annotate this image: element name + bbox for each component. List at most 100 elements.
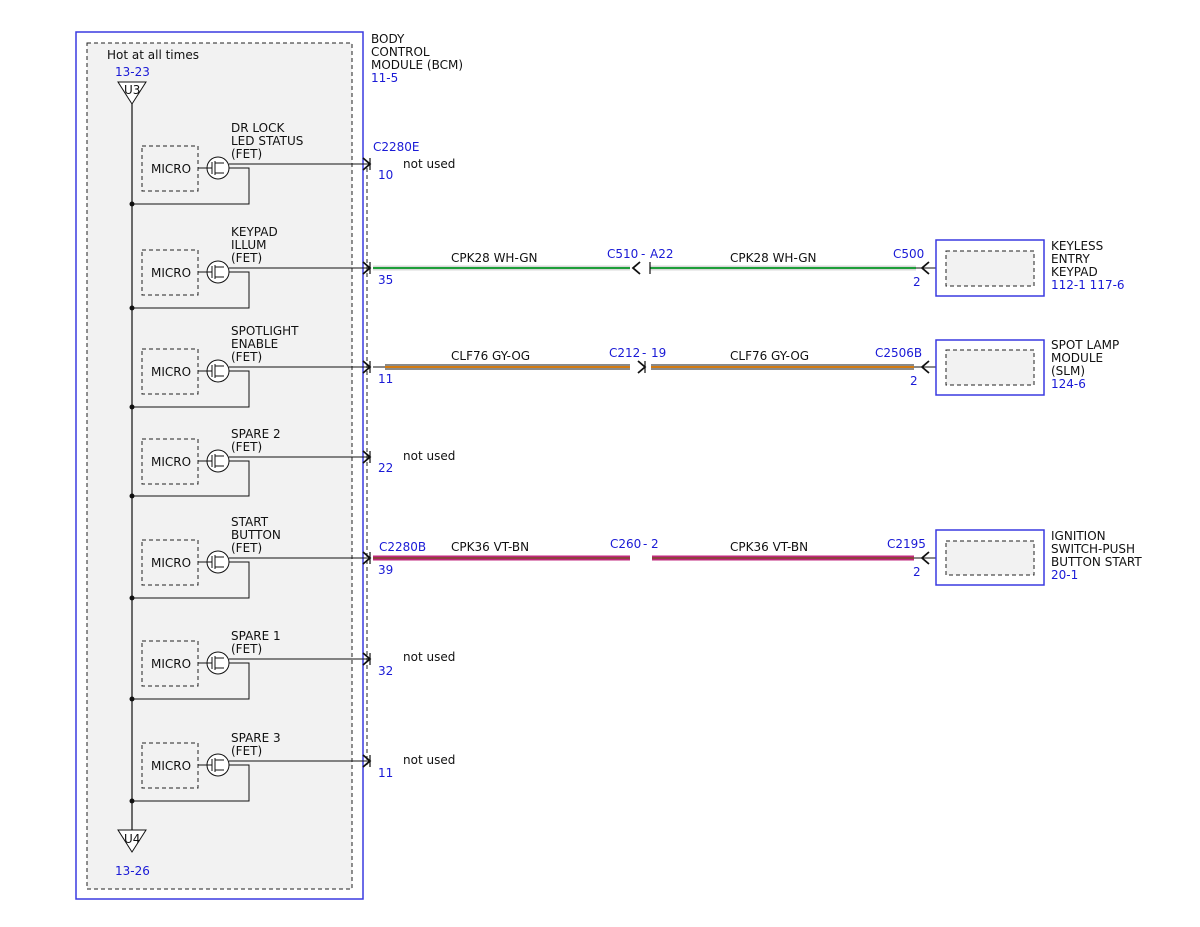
device-internal (945, 349, 1035, 386)
end-pin-number: 2 (910, 374, 918, 388)
channel-label-line-3: (FET) (231, 251, 262, 265)
channel-start-button: MICRO START BUTTON (FET) C2280B 39 (129, 515, 426, 601)
fet-supply-line (132, 370, 250, 408)
micro-label: MICRO (151, 759, 191, 773)
bus-junction (129, 595, 135, 601)
circuit-label-right: CPK28 WH-GN (730, 251, 817, 265)
not-used-label: not used (403, 449, 455, 463)
bcm-ref-link[interactable]: 11-5 (371, 71, 398, 85)
fet-supply-line (132, 764, 250, 802)
device-name-line-1: KEYLESS (1051, 239, 1103, 253)
channel-label-line-1: DR LOCK (231, 121, 285, 135)
fet-supply-line (132, 271, 250, 309)
device-name-line-3: KEYPAD (1051, 265, 1098, 279)
pin-number: 35 (378, 273, 393, 287)
end-pin-number: 2 (913, 275, 921, 289)
inline-connector-pin: 2 (651, 537, 659, 551)
fet-supply-line (132, 561, 250, 599)
inline-connector-dash: - (642, 346, 646, 360)
fet-supply-line (132, 460, 250, 497)
micro-label: MICRO (151, 657, 191, 671)
circuit-clf76: CLF76 GY-OG C212 - 19 CLF76 GY-OG C2506B… (373, 346, 936, 388)
circuit-label-left: CPK36 VT-BN (451, 540, 529, 554)
channel-label-line-2: (FET) (231, 642, 262, 656)
connector-id[interactable]: C2280E (373, 140, 420, 154)
device-name-line-2: MODULE (1051, 351, 1103, 365)
inline-connector-arrow (631, 261, 641, 275)
channel-label-line-1: KEYPAD (231, 225, 278, 239)
not-used-label: not used (403, 650, 455, 664)
micro-label: MICRO (151, 365, 191, 379)
inline-connector-id[interactable]: C510 (607, 247, 638, 261)
end-connector-id[interactable]: C500 (893, 247, 924, 261)
device-pin-arrow (920, 551, 930, 565)
end-connector-id[interactable]: C2506B (875, 346, 922, 360)
circuit-label-left: CPK28 WH-GN (451, 251, 538, 265)
channel-label-line-1: SPOTLIGHT (231, 324, 299, 338)
inline-connector-arrow (637, 360, 647, 374)
power-bottom-triangle (117, 829, 147, 853)
bcm-title-line-1: BODY (371, 32, 405, 46)
device-outline (935, 339, 1045, 396)
power-top-ref-link[interactable]: 13-23 (115, 65, 150, 79)
device-name-line-1: SPOT LAMP (1051, 338, 1119, 352)
channel-spare-1: MICRO SPARE 1 (FET) 32 not used (129, 629, 455, 702)
device-keyless-entry-keypad: KEYLESS ENTRY KEYPAD 112-1 117-6 (935, 239, 1125, 297)
device-ref-link[interactable]: 112-1 117-6 (1051, 278, 1125, 292)
channel-label-line-2: LED STATUS (231, 134, 303, 148)
channel-label-line-2: (FET) (231, 440, 262, 454)
channel-spare-3: MICRO SPARE 3 (FET) 11 not used (129, 731, 455, 804)
hot-at-all-times-label: Hot at all times (107, 48, 199, 62)
inline-connector-dash: - (641, 247, 645, 261)
channel-label-line-1: SPARE 3 (231, 731, 281, 745)
bus-junction (129, 305, 135, 311)
device-outline (935, 239, 1045, 297)
circuit-cpk28: CPK28 WH-GN C510 - A22 CPK28 WH-GN C500 … (373, 247, 936, 289)
device-name-line-3: (SLM) (1051, 364, 1085, 378)
inline-connector-dash: - (643, 537, 647, 551)
not-used-label: not used (403, 753, 455, 767)
device-outline (935, 529, 1045, 586)
inline-connector-id[interactable]: C260 (610, 537, 641, 551)
bus-junction (129, 798, 135, 804)
circuit-label-right: CPK36 VT-BN (730, 540, 808, 554)
device-name-line-1: IGNITION (1051, 529, 1106, 543)
device-ref-link[interactable]: 20-1 (1051, 568, 1078, 582)
circuit-cpk36: CPK36 VT-BN C260 - 2 CPK36 VT-BN C2195 2 (373, 537, 936, 579)
pin-number: 32 (378, 664, 393, 678)
bus-junction (129, 404, 135, 410)
pin-number: 11 (378, 372, 393, 386)
connector-id[interactable]: C2280B (379, 540, 426, 554)
device-spot-lamp-module: SPOT LAMP MODULE (SLM) 124-6 (935, 338, 1119, 396)
inline-connector-pin: 19 (651, 346, 666, 360)
bcm-title-line-2: CONTROL (371, 45, 430, 59)
micro-label: MICRO (151, 556, 191, 570)
channel-label-line-1: SPARE 2 (231, 427, 281, 441)
device-ignition-switch: IGNITION SWITCH-PUSH BUTTON START 20-1 (935, 529, 1142, 586)
device-pin-arrow (920, 360, 930, 374)
circuit-label-right: CLF76 GY-OG (730, 349, 809, 363)
bcm-module-outline (75, 31, 364, 900)
channel-label-line-2: ENABLE (231, 337, 278, 351)
micro-label: MICRO (151, 455, 191, 469)
channel-spotlight-enable: MICRO SPOTLIGHT ENABLE (FET) 11 (129, 324, 393, 410)
device-ref-link[interactable]: 124-6 (1051, 377, 1086, 391)
circuit-label-left: CLF76 GY-OG (451, 349, 530, 363)
power-bottom-id: U4 (124, 832, 140, 846)
power-bottom-ref-link[interactable]: 13-26 (115, 864, 150, 878)
inline-connector-id[interactable]: C212 (609, 346, 640, 360)
end-pin-number: 2 (913, 565, 921, 579)
pin-number: 11 (378, 766, 393, 780)
pin-number: 39 (378, 563, 393, 577)
pin-number: 22 (378, 461, 393, 475)
bus-junction (129, 696, 135, 702)
micro-label: MICRO (151, 266, 191, 280)
channel-label-line-2: BUTTON (231, 528, 281, 542)
end-connector-id[interactable]: C2195 (887, 537, 926, 551)
bus-junction (129, 493, 135, 499)
bus-junction (129, 201, 135, 207)
channel-label-line-2: (FET) (231, 744, 262, 758)
power-top-id: U3 (124, 83, 140, 97)
bcm-title-line-3: MODULE (BCM) (371, 58, 463, 72)
